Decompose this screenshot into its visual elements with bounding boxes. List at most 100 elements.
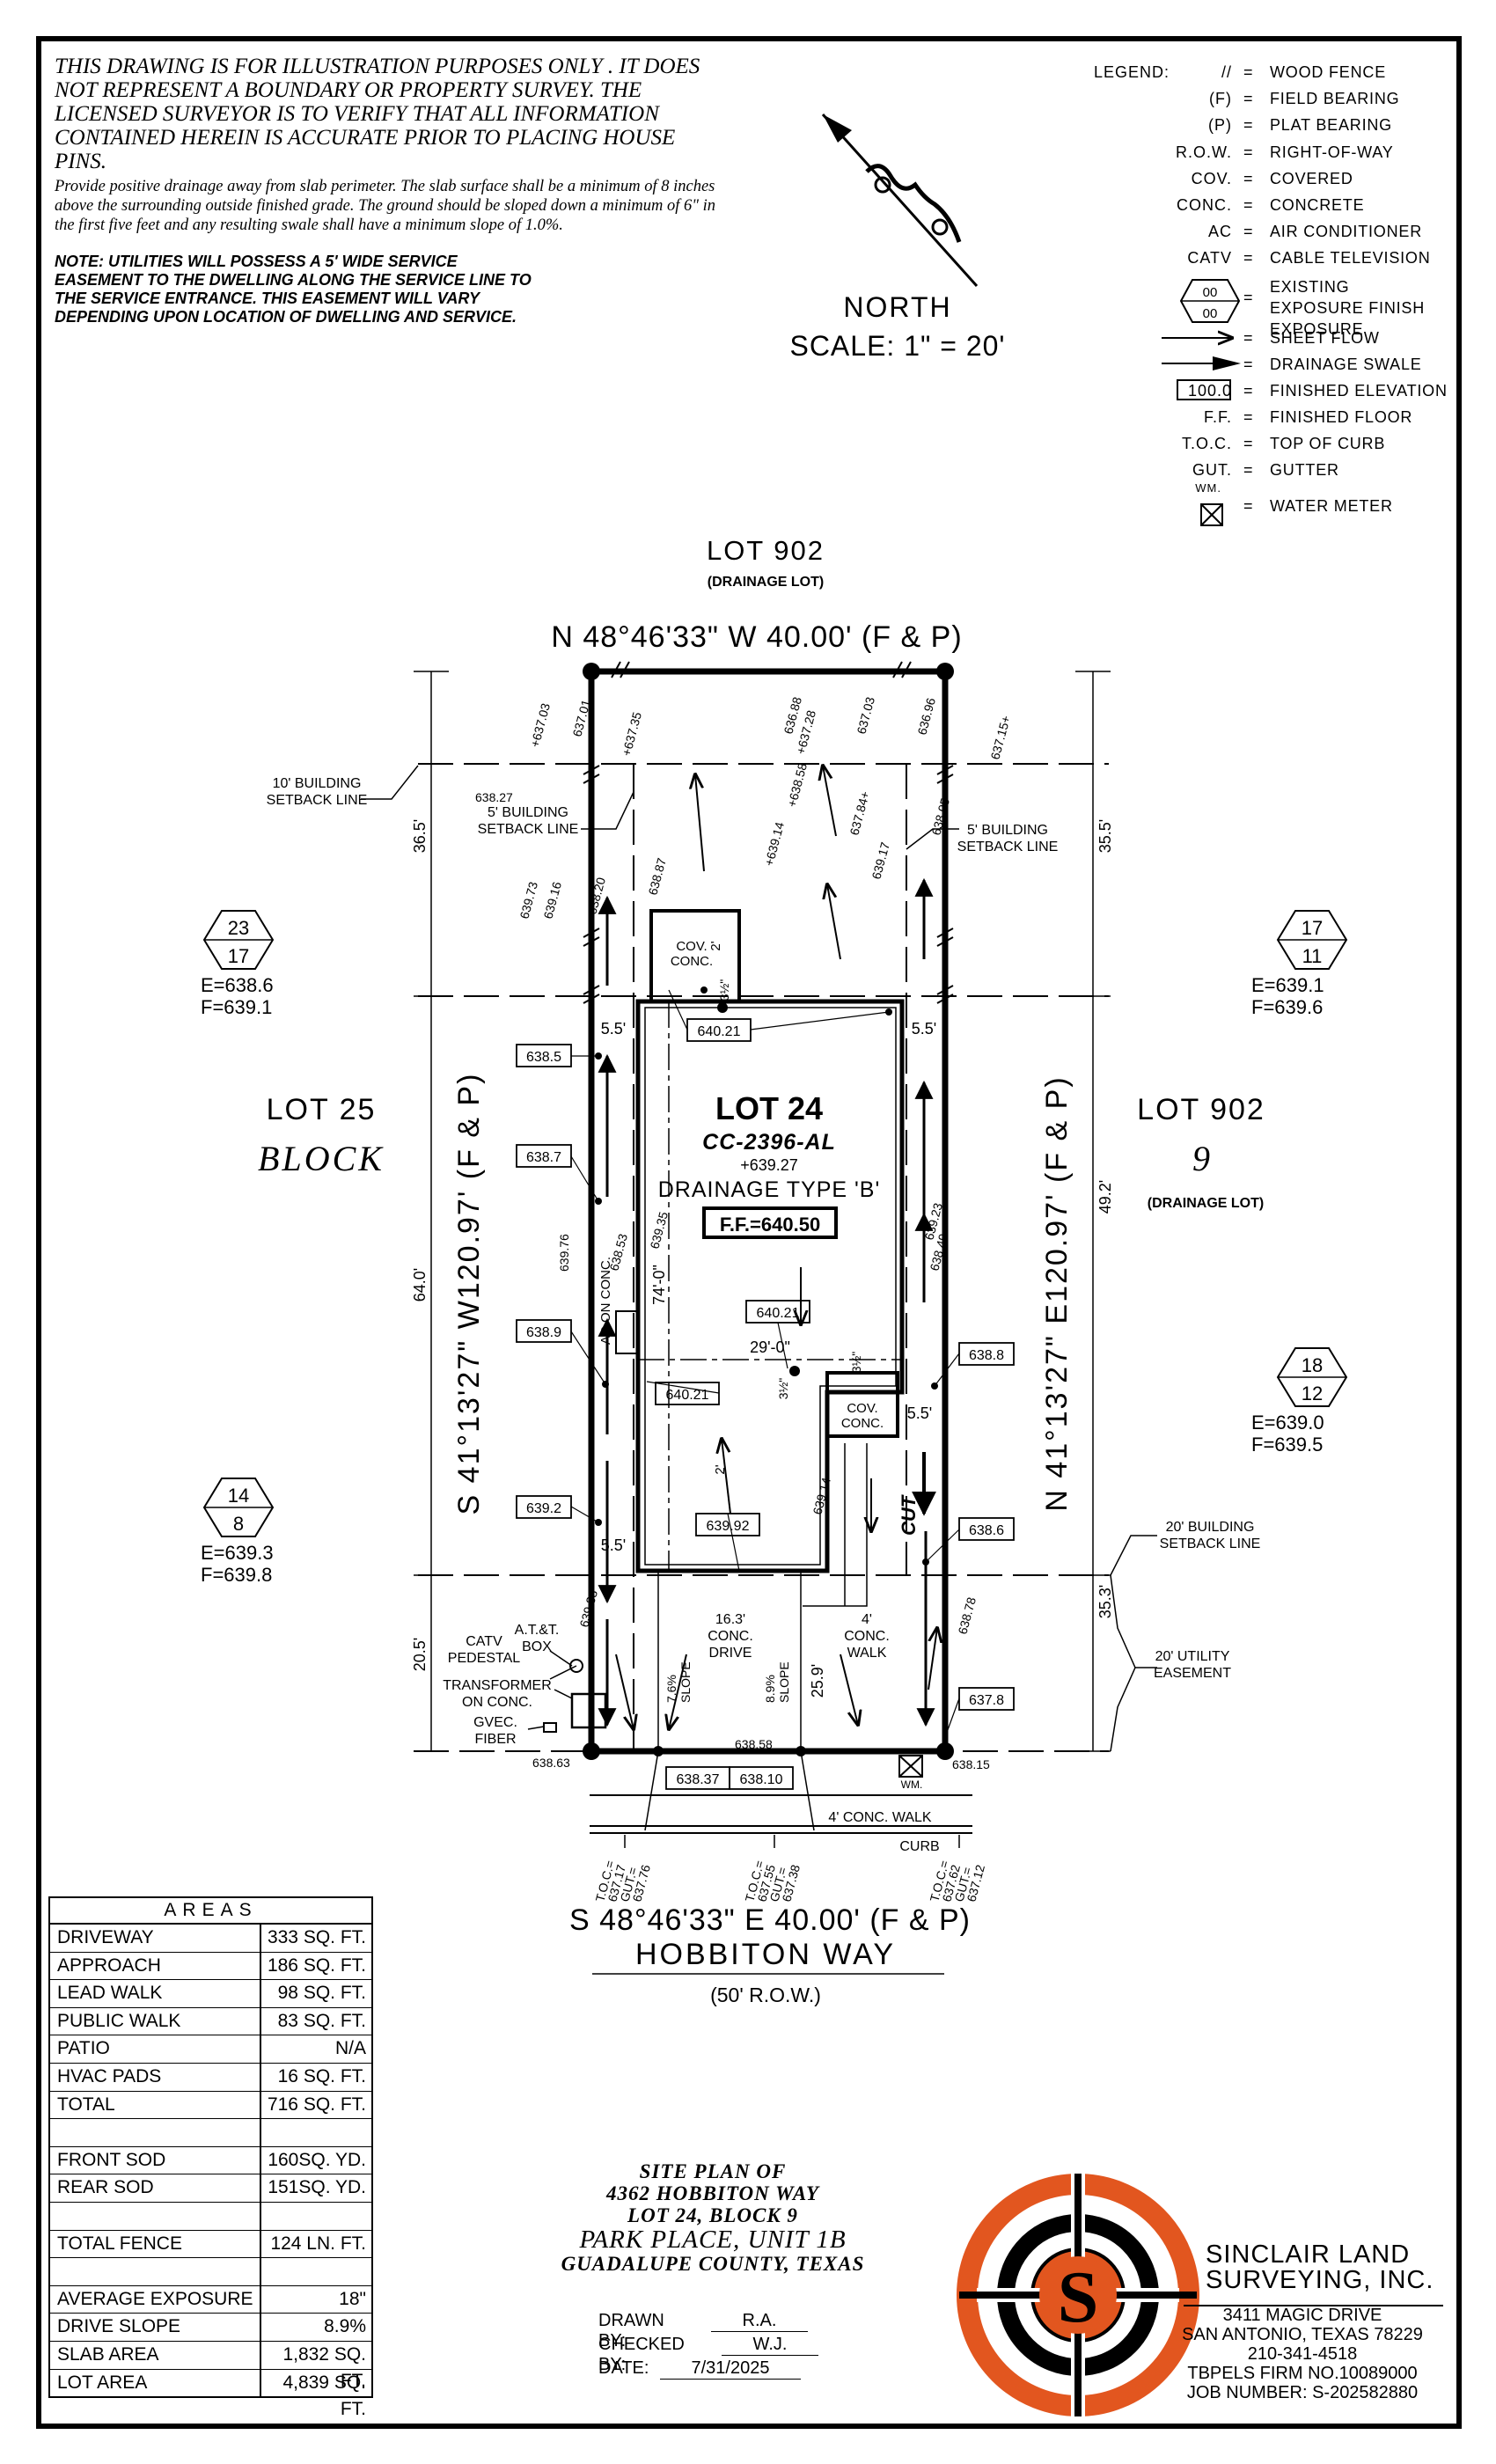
- spot-m: 638.05: [928, 796, 952, 837]
- fall-2-a: 2': [708, 941, 723, 950]
- legend-row-exposure: =EXISTING EXPOSURE FINISH EXPOSURE: [1243, 277, 1426, 338]
- block-left-label: BLOCK: [258, 1139, 385, 1178]
- areas-title: AREAS: [50, 1898, 371, 1925]
- drop-312-b: 3½": [776, 1378, 790, 1399]
- lot-left-label: LOT 25: [267, 1093, 377, 1126]
- exp3-bot: 8: [233, 1513, 244, 1535]
- gvec-label: GVEC.FIBER: [473, 1715, 517, 1747]
- cov-conc-front-label: COV.CONC.: [841, 1401, 884, 1431]
- box-elev-64021-b: 640.21: [757, 1306, 800, 1321]
- date-value: 7/31/2025: [660, 2358, 801, 2380]
- house-footprint: [635, 999, 905, 1573]
- exp2-bot: 11: [1302, 945, 1323, 967]
- table-row: [50, 2202, 371, 2231]
- firm-name-2: SURVEYING, INC.: [1206, 2266, 1434, 2294]
- dim-365-left: 36.5': [411, 819, 429, 853]
- fall-2-b: 2': [713, 1464, 728, 1474]
- box-elev-6389: 638.9: [526, 1325, 561, 1340]
- exp1-f: F=639.1: [201, 996, 272, 1018]
- elevation-pointers: [595, 986, 938, 1566]
- box-elev-6385: 638.5: [526, 1050, 561, 1065]
- driveway: [644, 1443, 868, 1831]
- exp1-e: E=638.6: [201, 974, 274, 996]
- box-elev-63837: 638.37: [677, 1772, 720, 1787]
- spot-bb: 638.58: [735, 1737, 773, 1751]
- spot-y: 639.33: [576, 1588, 600, 1629]
- wood-fence-marks: [583, 661, 954, 1004]
- legend-row-toc: T.O.C.=TOP OF CURB: [1181, 435, 1386, 453]
- firm-number: TBPELS FIRM NO.10089000: [1187, 2364, 1418, 2383]
- water-meter-icon: [898, 1755, 923, 1778]
- att-box-icon: [569, 1659, 583, 1673]
- exp3-f: F=639.8: [201, 1564, 272, 1586]
- exp4-f: F=639.5: [1251, 1434, 1323, 1456]
- ff-box: [702, 1206, 838, 1239]
- front-walk-label: 4' CONC. WALK: [828, 1810, 931, 1825]
- wm-label: WM.: [901, 1778, 923, 1791]
- title-line-5: GUADALUPE COUNTY, TEXAS: [561, 2253, 865, 2275]
- exposure-marker-3: [202, 1478, 275, 1537]
- firm-address-1: 3411 MAGIC DRIVE: [1222, 2306, 1382, 2325]
- rear-cov-conc: [649, 909, 741, 1003]
- gvec-fiber-icon: [543, 1722, 557, 1733]
- block-right-label: 9: [1192, 1139, 1210, 1178]
- box-elev-6392: 639.2: [526, 1501, 561, 1516]
- box-elev-64021-a: 640.21: [698, 1024, 741, 1039]
- legend: LEGEND://=WOOD FENCE (F)=FIELD BEARING (…: [1094, 63, 1465, 515]
- exposure-values: 23 17 E=638.6 F=639.1 17 11 E=639.1 F=63…: [201, 917, 1324, 1586]
- legend-row-ff: F.F.=FINISHED FLOOR: [1203, 408, 1413, 427]
- legend-row-wm: WM.=WATER METER: [1195, 480, 1393, 515]
- exp2-e: E=639.1: [1251, 974, 1324, 996]
- spot-o: 639.16: [540, 880, 564, 920]
- legend-row-ac: AC=AIR CONDITIONER: [1207, 223, 1423, 241]
- legend-title: LEGEND:: [1094, 63, 1170, 81]
- elevation-leader-lines: [570, 989, 960, 1748]
- job-number: JOB NUMBER: S-202582880: [1186, 2383, 1419, 2402]
- legend-exposure-symbol: 00 00: [1179, 279, 1241, 323]
- bearing-right: N 41°13'27" E120.97' (F & P): [1040, 1075, 1074, 1511]
- side-5-5-a: 5.5': [601, 1020, 626, 1038]
- dim-355-right: 35.5': [1096, 819, 1114, 853]
- title-block: SITE PLAN OF 4362 HOBBITON WAY LOT 24, B…: [502, 2160, 924, 2275]
- spot-k: +639.14: [761, 820, 787, 868]
- spot-f: 637.03: [854, 695, 877, 736]
- spot-h: 637.15+: [987, 714, 1013, 760]
- firm-phone: 210-341-4518: [1247, 2344, 1358, 2364]
- checked-by-label: CHECKED BY:: [598, 2335, 685, 2374]
- north-arrow-icon: [821, 113, 979, 288]
- legend-swale-icon: [1162, 356, 1241, 370]
- row-label: (50' R.O.W.): [710, 1984, 821, 2006]
- spot-p: 638.20: [584, 876, 608, 916]
- scale-label: SCALE: 1" = 20': [789, 330, 1005, 362]
- spot-x: 639.14: [810, 1476, 833, 1516]
- dim-353: 35.3': [1096, 1585, 1114, 1618]
- date-label: DATE:: [598, 2358, 649, 2378]
- legend-row-catv: CATV=CABLE TELEVISION: [1187, 249, 1431, 268]
- sinclair-logo-icon: S: [957, 2174, 1199, 2416]
- curb-label: CURB: [899, 1839, 939, 1854]
- ac-pad: [615, 1310, 639, 1354]
- legend-water-meter-icon: [1200, 503, 1223, 526]
- slope-2-label: 8.9%SLOPE: [763, 1661, 791, 1703]
- utility-note: NOTE: UTILITIES WILL POSSESS A 5' WIDE S…: [55, 253, 532, 326]
- cov-conc-rear-label: COV.CONC.: [671, 939, 713, 969]
- svg-text:00: 00: [1203, 306, 1218, 321]
- exp4-e: E=639.0: [1251, 1412, 1324, 1434]
- finished-floor: F.F.=640.50: [720, 1214, 820, 1236]
- drive-label: 16.3'CONC.DRIVE: [708, 1612, 753, 1661]
- drainage-type: DRAINAGE TYPE 'B': [658, 1177, 881, 1202]
